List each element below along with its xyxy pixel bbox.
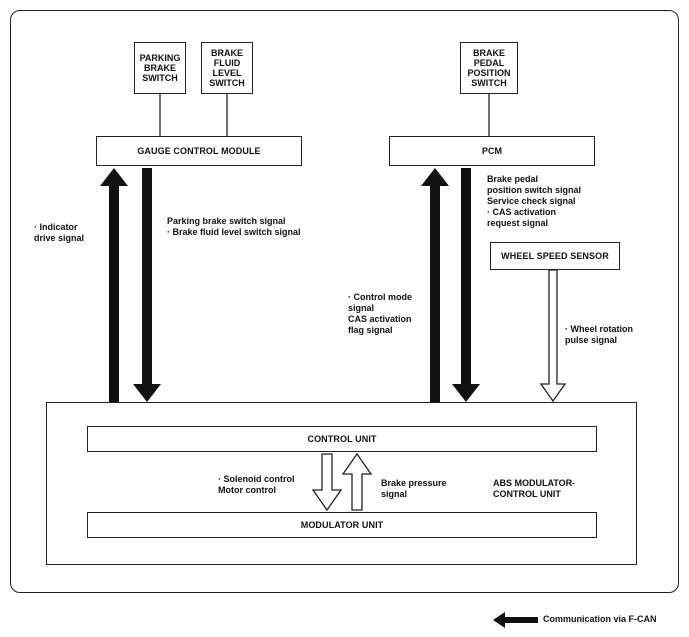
control-mode-cas-flag-label: · Control mode signal CAS activation fla… (348, 292, 412, 335)
wheel-speed-sensor-box: WHEEL SPEED SENSOR (490, 242, 620, 270)
parking-fluid-arrow (133, 168, 161, 402)
pcm-output-signals-label: Brake pedal position switch signal Servi… (487, 174, 582, 228)
brake-fluid-level-switch-box: BRAKE FLUID LEVEL SWITCH (201, 42, 253, 94)
brake-pressure-signal-label: Brake pressure signal (381, 478, 447, 499)
diagram-frame (10, 10, 679, 593)
abs-modulator-control-unit-outline (46, 402, 637, 565)
solenoid-motor-control-label: · Solenoid control Motor control (218, 474, 295, 495)
brake-pressure-arrow (341, 452, 373, 511)
brake-pedal-position-switch-box: BRAKE PEDAL POSITION SWITCH (460, 42, 518, 94)
indicator-drive-arrow (100, 168, 128, 402)
control-mode-arrow (421, 168, 449, 402)
fcan-legend-arrow (493, 612, 538, 628)
parking-fluid-signal-label: Parking brake switch signal · Brake flui… (167, 216, 301, 237)
pcm-box: PCM (389, 136, 595, 166)
pcm-output-arrow (452, 168, 480, 402)
parking-brake-switch-box: PARKING BRAKE SWITCH (134, 42, 186, 94)
indicator-drive-signal-label: · Indicator drive signal (34, 222, 85, 243)
solenoid-control-arrow (311, 453, 343, 512)
wheel-rotation-arrow (539, 269, 567, 403)
gauge-control-module-box: GAUGE CONTROL MODULE (96, 136, 302, 166)
control-unit-box: CONTROL UNIT (87, 426, 597, 452)
modulator-unit-box: MODULATOR UNIT (87, 512, 597, 538)
fcan-legend-label: Communication via F-CAN (543, 614, 657, 624)
wheel-rotation-pulse-label: · Wheel rotation pulse signal (565, 324, 633, 345)
abs-modulator-control-unit-label: ABS MODULATOR- CONTROL UNIT (493, 478, 576, 499)
